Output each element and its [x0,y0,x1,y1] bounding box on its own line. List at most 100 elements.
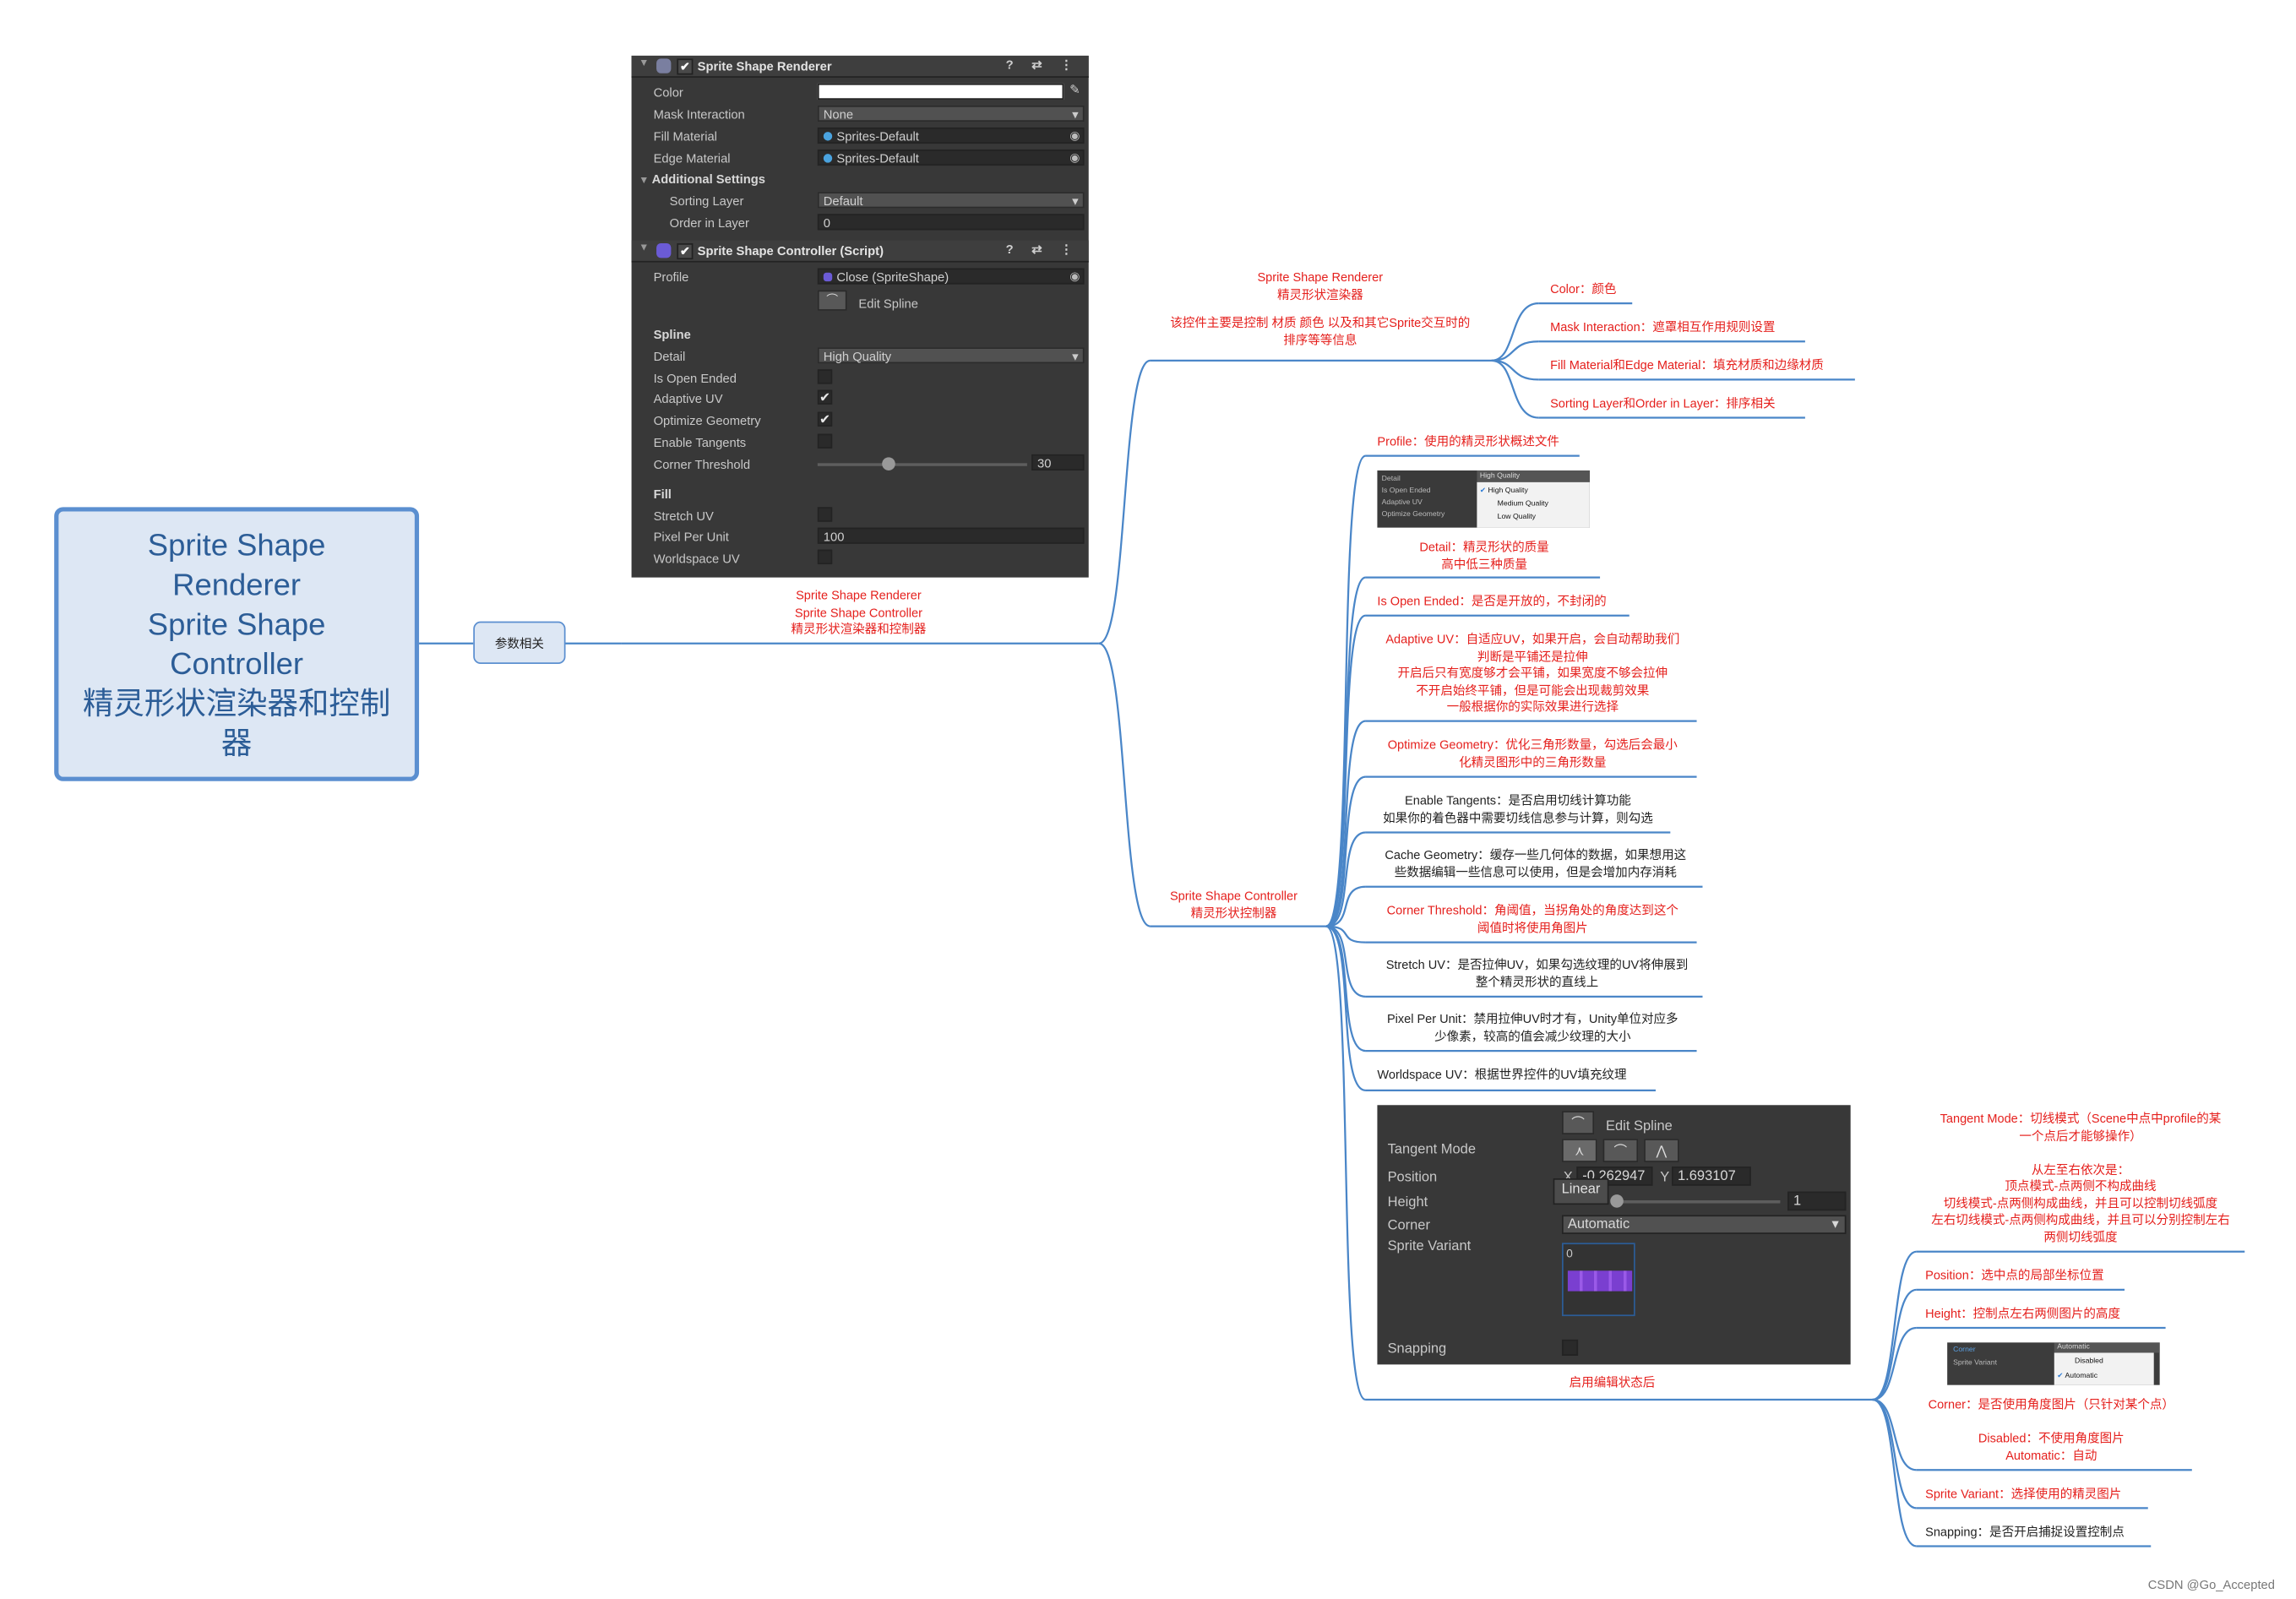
order-in-layer-field[interactable]: 0 [817,214,1085,231]
edit-spline-button[interactable]: ⌒ [817,290,847,311]
spline-edit-panel-screenshot: ⌒ Edit Spline Tangent Mode ⋏ ⌒ ⋀ Positio… [1377,1105,1851,1365]
additional-settings-foldout[interactable]: ▼ Additional Settings [639,171,765,186]
enable-tangents-checkbox[interactable] [817,433,833,449]
node-line: Disabled：不使用角度图片 [1978,1430,2125,1445]
controller-child-profile[interactable]: Profile：使用的精灵形状概述文件 [1377,433,1559,449]
controller-child-edit-state[interactable]: 启用编辑状态后 [1569,1374,1656,1390]
node-line: Stretch UV：是否拉伸UV，如果勾选纹理的UV将伸展到 [1385,957,1689,972]
field-label: Worldspace UV [653,551,740,566]
fold-arrow-icon: ▼ [639,176,652,187]
thumb-option: Medium Quality [1497,499,1548,509]
slider-handle[interactable] [882,457,895,470]
broken-mode-button[interactable]: ⋀ [1644,1139,1679,1162]
node-line: 切线模式-点两侧构成曲线，并且可以控制切线弧度 [1943,1194,2218,1210]
vertex-mode-button[interactable]: ⋏ [1561,1139,1597,1162]
open-ended-checkbox[interactable] [817,369,833,384]
controller-child-stretch-uv[interactable]: Stretch UV：是否拉伸UV，如果勾选纹理的UV将伸展到 整个精灵形状的直… [1374,957,1700,991]
node-line: 顶点模式-点两侧不构成曲线 [2005,1178,2157,1194]
broken-mode-icon: ⋀ [1656,1143,1668,1158]
node-line [1919,1414,2183,1431]
worldspace-uv-checkbox[interactable] [817,549,833,565]
edit-child-corner[interactable]: Corner：是否使用角度图片（只针对某个点） Disabled：不使用角度图片… [1919,1397,2183,1465]
snapping-checkbox[interactable] [1561,1339,1579,1356]
root-topic[interactable]: Sprite Shape Renderer Sprite Shape Contr… [54,507,420,781]
field-label: Corner Threshold [653,457,751,472]
mask-dropdown[interactable]: None [817,105,1085,122]
controller-child-open-ended[interactable]: Is Open Ended：是否是开放的，不封闭的 [1377,593,1607,609]
node-line [1919,1145,2242,1161]
controller-child-worldspace[interactable]: Worldspace UV：根据世界控件的UV填充纹理 [1377,1067,1627,1082]
height-slider[interactable] [1611,1200,1781,1204]
controller-child-cache[interactable]: Cache Geometry：缓存一些几何体的数据，如果想用这 些数据编辑一些信… [1374,847,1697,881]
stretch-uv-checkbox[interactable] [817,507,833,522]
checkmark-icon: ✔ [1479,487,1487,496]
detail-dropdown[interactable]: High Quality [817,347,1085,364]
edit-child-sprite-variant[interactable]: Sprite Variant：选择使用的精灵图片 [1925,1486,2122,1501]
edit-child-tangent-mode[interactable]: Tangent Mode：切线模式（Scene中点中profile的某 一个点后… [1919,1111,2242,1246]
renderer-child-mask[interactable]: Mask Interaction：遮罩相互作用规则设置 [1550,319,1776,334]
renderer-child-color[interactable]: Color：颜色 [1550,281,1617,296]
component-tools-icons[interactable]: ? ⇄ ⋮ [1005,57,1080,73]
field-label: Order in Layer [669,215,749,231]
controller-topic-line: Sprite Shape Controller [1169,888,1298,903]
node-line: Enable Tangents：是否启用切线计算功能 [1405,792,1631,808]
material-icon [823,132,833,141]
sprite-variant-picker[interactable]: 0 [1561,1243,1635,1317]
corner-threshold-slider[interactable] [817,463,1027,466]
corner-threshold-field[interactable]: 30 [1031,454,1085,470]
position-y-field[interactable]: 1.693107 [1672,1167,1751,1186]
edit-child-snapping[interactable]: Snapping：是否开启捕捉设置控制点 [1925,1524,2125,1539]
slider-handle[interactable] [1610,1194,1624,1208]
renderer-child-material[interactable]: Fill Material和Edge Material：填充材质和边缘材质 [1550,357,1824,373]
object-picker-icon[interactable]: ◉ [1069,128,1080,143]
controller-child-corner-threshold[interactable]: Corner Threshold：角阈值，当拐角处的角度达到这个 阈值时将使用角… [1374,903,1691,937]
node-line: Corner：是否使用角度图片（只针对某个点） [1928,1396,2174,1411]
object-picker-icon[interactable]: ◉ [1069,269,1080,283]
field-label: Sorting Layer [669,193,744,209]
checkmark-icon: ✔ [2057,1372,2064,1381]
pixel-per-unit-field[interactable]: 100 [817,527,1085,544]
optimize-geometry-checkbox[interactable]: ✔ [817,411,833,427]
watermark-credit: CSDN @Go_Accepted [2147,1576,2275,1592]
controller-child-tangents[interactable]: Enable Tangents：是否启用切线计算功能 如果你的着色器中需要切线信… [1371,793,1664,827]
corner-dropdown-thumbnail: Corner Sprite Variant Automatic Disabled… [1947,1342,2160,1385]
sorting-layer-dropdown[interactable]: Default [817,192,1085,209]
thumb-option: High Quality [1488,487,1528,496]
edit-spline-button[interactable]: ⌒ [1561,1111,1595,1134]
edit-child-position[interactable]: Position：选中点的局部坐标位置 [1925,1267,2104,1283]
fill-material-field[interactable]: Sprites-Default ◉ [817,127,1085,144]
edge-material-field[interactable]: Sprites-Default ◉ [817,149,1085,166]
color-field[interactable] [817,83,1064,100]
continuous-mode-button[interactable]: ⌒ [1602,1139,1639,1162]
controller-child-adaptive-uv[interactable]: Adaptive UV：自适应UV，如果开启，会自动帮助我们 判断是平铺还是拉伸… [1374,632,1691,716]
main-topic[interactable]: Sprite Shape Renderer Sprite Shape Contr… [756,588,961,639]
vertex-mode-icon: ⋏ [1575,1143,1585,1158]
branch-topic[interactable]: 参数相关 [473,621,566,665]
thumb-option: Automatic [2065,1372,2098,1381]
axis-label: Y [1660,1169,1670,1186]
renderer-child-sorting[interactable]: Sorting Layer和Order in Layer：排序相关 [1550,395,1776,411]
object-picker-icon[interactable]: ◉ [1069,150,1080,165]
edit-spline-label: Edit Spline [858,296,918,311]
controller-child-ppu[interactable]: Pixel Per Unit：禁用拉伸UV时才有，Unity单位对应多 少像素，… [1374,1011,1691,1045]
controller-topic-line: 精灵形状控制器 [1190,905,1277,920]
renderer-topic-line: 精灵形状渲染器 [1276,286,1363,302]
thumb-row-label: Detail [1381,475,1401,484]
controller-topic[interactable]: Sprite Shape Controller 精灵形状控制器 [1157,888,1309,922]
adaptive-uv-checkbox[interactable]: ✔ [817,389,833,405]
height-field[interactable]: 1 [1787,1191,1847,1211]
thumb-row-label: Sprite Variant [1953,1358,1997,1368]
controller-child-optimize[interactable]: Optimize Geometry：优化三角形数量，勾选后会最小 化精灵图形中的… [1374,737,1691,771]
component-tools-icons[interactable]: ? ⇄ ⋮ [1005,242,1080,257]
eyedropper-icon[interactable]: ✎ [1069,82,1080,97]
node-line: Pixel Per Unit：禁用拉伸UV时才有，Unity单位对应多 [1386,1011,1678,1026]
enable-checkbox[interactable]: ✔ [677,58,694,75]
corner-dropdown[interactable]: Automatic ▾ [1561,1215,1847,1234]
profile-field[interactable]: Close (SpriteShape) ◉ [817,268,1085,285]
renderer-topic[interactable]: Sprite Shape Renderer 精灵形状渲染器 该控件主要是控制 材… [1157,269,1483,349]
thumb-dropdown-header: High Quality [1477,470,1590,482]
controller-child-detail[interactable]: Detail：精灵形状的质量 高中低三种质量 [1389,540,1579,574]
enable-checkbox[interactable]: ✔ [677,243,694,260]
edit-child-height[interactable]: Height：控制点左右两侧图片的高度 [1925,1305,2120,1321]
field-label: Mask Interaction [653,106,745,122]
